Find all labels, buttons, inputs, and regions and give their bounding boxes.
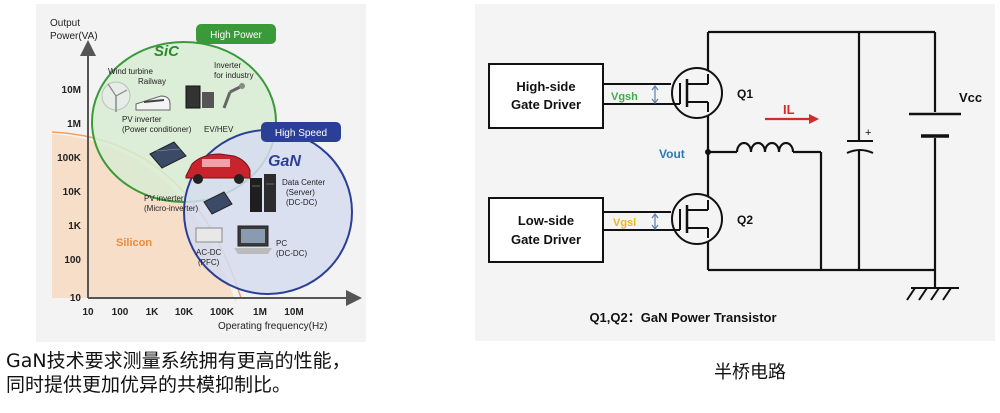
pv-micro-label-1: PV inverter (144, 194, 184, 203)
data-center-label-3: (DC-DC) (286, 198, 317, 207)
current-arrowhead (809, 114, 819, 124)
low-side-driver-box (488, 197, 604, 263)
left-caption: GaN技术要求测量系统拥有更高的性能， 同时提供更加优异的共模抑制比。 (6, 349, 446, 397)
vgsl-label: Vgsl (613, 217, 636, 229)
y-tick: 10 (70, 293, 82, 304)
x-tick: 100 (112, 307, 129, 318)
silicon-label: Silicon (116, 237, 152, 249)
q2-label: Q2 (737, 213, 753, 227)
high-power-badge (196, 24, 276, 44)
sic-label: SiC (154, 43, 180, 60)
low-side-driver-label-1: Low-side (518, 213, 574, 228)
server-rack-icon (250, 174, 276, 212)
data-center-label-2: (Server) (286, 188, 315, 197)
y-tick: 1K (68, 221, 82, 232)
railway-label: Railway (138, 77, 166, 86)
pv-micro-label-2: (Micro-inverter) (144, 204, 199, 213)
high-side-driver-label-1: High-side (516, 79, 575, 94)
wind-turbine-icon (101, 81, 131, 112)
ev-hev-label: EV/HEV (204, 125, 234, 134)
high-side-driver-box (488, 63, 604, 129)
y-tick: 100K (57, 153, 82, 164)
high-side-driver-label-2: Gate Driver (511, 97, 581, 112)
x-tick-labels: 10 100 1K 10K 100K 1M 10M (82, 307, 303, 318)
q1-label: Q1 (737, 87, 753, 101)
half-bridge-diagram: Vcc + IL Vout (475, 4, 995, 341)
y-tick: 1M (67, 119, 81, 130)
y-tick: 100 (64, 255, 81, 266)
pc-label-2: (DC-DC) (276, 249, 307, 258)
vcc-label: Vcc (959, 90, 982, 105)
inverter-industry-label-1: Inverter (214, 61, 241, 70)
car-icon (185, 153, 251, 184)
ground-icon (906, 287, 959, 301)
cap-plate-bottom (846, 149, 874, 154)
silicon-region (52, 134, 236, 304)
vgsl-arrow-icon (651, 213, 659, 230)
y-tick: 10M (62, 85, 81, 96)
il-label: IL (783, 102, 795, 117)
vgsh-label: Vgsh (611, 91, 638, 103)
switch-node-dot (705, 149, 711, 155)
inverter-industry-label-2: for industry (214, 71, 254, 80)
x-tick: 10 (82, 307, 94, 318)
pv-inverter-label-2: (Power conditioner) (122, 125, 192, 134)
power-supply-icon (195, 227, 223, 243)
x-axis-title: Operating frequency(Hz) (218, 321, 328, 332)
high-speed-badge-label: High Speed (275, 128, 327, 139)
left-caption-line2: 同时提供更加优异的共模抑制比。 (6, 374, 292, 396)
gan-label: GaN (268, 153, 301, 170)
left-caption-line1: GaN技术要求测量系统拥有更高的性能， (6, 350, 351, 372)
train-icon (135, 95, 171, 111)
x-tick: 10K (175, 307, 194, 318)
transistor-footnote: Q1,Q2：GaN Power Transistor (589, 310, 776, 325)
right-caption: 半桥电路 (714, 362, 786, 383)
pv-inverter-label-1: PV inverter (122, 115, 162, 124)
robot-arm-icon (222, 83, 245, 109)
low-side-driver-label-2: Gate Driver (511, 232, 581, 247)
half-bridge-svg: Vcc + IL Vout (488, 30, 982, 325)
data-center-label-1: Data Center (282, 178, 325, 187)
acdc-label-2: (PFC) (198, 258, 220, 267)
x-tick: 1K (146, 307, 160, 318)
wind-turbine-label: Wind turbine (108, 67, 153, 76)
q1-transistor-icon (655, 67, 723, 119)
y-tick: 10K (63, 187, 82, 198)
laptop-icon (234, 225, 272, 254)
micro-inverter-panel-icon (203, 191, 233, 215)
y-tick-labels: 10M 1M 100K 10K 1K 100 10 (57, 85, 82, 304)
y-axis-title-line2: Power(VA) (50, 31, 98, 42)
x-tick: 100K (210, 307, 235, 318)
q2-transistor-icon (655, 193, 723, 245)
high-power-badge-label: High Power (210, 30, 262, 41)
y-axis-title-line1: Output (50, 18, 80, 29)
x-tick: 1M (253, 307, 267, 318)
pc-label-1: PC (276, 239, 287, 248)
vgsh-arrow-icon (651, 85, 659, 104)
high-speed-badge (261, 122, 341, 142)
inductor-icon (735, 141, 795, 153)
x-tick: 10M (284, 307, 303, 318)
solar-panel-icon (149, 141, 187, 169)
cap-plus-label: + (865, 127, 871, 139)
power-frequency-svg: Output Power(VA) Operating frequency(Hz)… (50, 18, 362, 332)
acdc-label-1: AC-DC (196, 248, 222, 257)
industrial-inverter-icon (185, 85, 214, 109)
power-frequency-chart: Output Power(VA) Operating frequency(Hz)… (36, 4, 366, 342)
vout-label: Vout (659, 147, 685, 161)
